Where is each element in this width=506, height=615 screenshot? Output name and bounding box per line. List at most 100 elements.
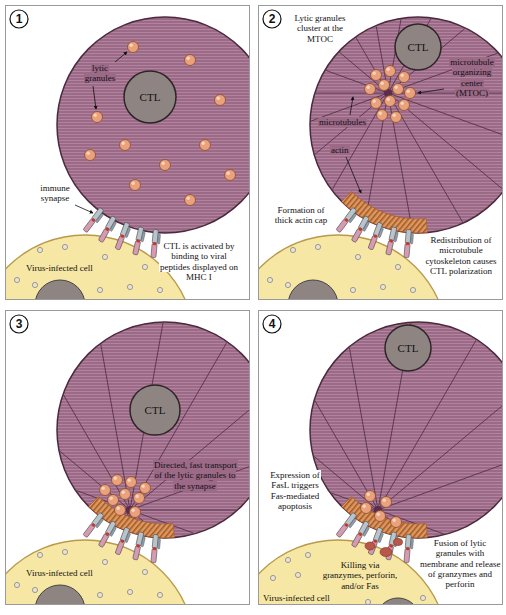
annotation-label: Lytic granules cluster at the MTOC <box>293 13 346 44</box>
lytic-granule <box>371 98 382 109</box>
lytic-granule <box>85 150 96 161</box>
lytic-granule <box>385 96 396 107</box>
annotation-label: Expression of FasL triggers Fas-mediated… <box>269 470 321 511</box>
node-text-box: CTL <box>140 91 161 103</box>
step-circle <box>10 315 28 333</box>
nucleus-label: CTL <box>145 404 166 416</box>
lytic-granule <box>128 42 139 53</box>
lytic-granule <box>140 483 151 494</box>
nucleus-circle <box>124 71 176 123</box>
annotation-label: CTL is activated by binding to viral pep… <box>159 241 239 282</box>
annotation-box: Directed, fast transport of the lytic gr… <box>153 460 237 491</box>
lytic-granule <box>377 110 388 121</box>
step-number: 4 <box>262 314 282 334</box>
lytic-granule <box>185 195 196 206</box>
granzyme-blob <box>394 539 403 546</box>
node-text-box: CTL <box>408 41 429 53</box>
virus-particles <box>14 244 162 292</box>
annotation-box: microtubule organizing center (MTOC) <box>446 57 498 98</box>
annotation-label: Virus-infected cell <box>25 263 94 273</box>
step-circle <box>263 10 281 28</box>
annotation-box: Formation of thick actin cap <box>270 205 332 226</box>
panel-border <box>259 6 503 300</box>
step-circle <box>263 315 281 333</box>
annotation-box: immune synapse <box>30 183 80 204</box>
virus-particles <box>14 549 162 597</box>
infected-cell <box>258 540 448 605</box>
leader-line <box>418 89 444 93</box>
leader-line <box>75 205 93 213</box>
nucleus-label: CTL <box>140 91 161 103</box>
panel-border <box>6 6 250 300</box>
panel-2 <box>258 5 503 300</box>
lytic-granule <box>371 70 382 81</box>
node-text-box: CTL <box>398 342 419 354</box>
lytic-granule <box>365 84 376 95</box>
annotation-box: microtubules <box>318 117 367 127</box>
lytic-granule <box>381 497 392 508</box>
step-number-text: 4 <box>269 318 276 330</box>
nucleus-label: CTL <box>408 41 429 53</box>
lytic-granule <box>115 505 126 516</box>
panel-border <box>6 311 250 605</box>
annotation-label: immune synapse <box>39 183 71 203</box>
lytic-granule <box>85 42 236 206</box>
receptor-pairs <box>83 207 161 258</box>
panel-4 <box>258 310 503 605</box>
lytic-granule <box>399 72 410 83</box>
node-text-box: 1 <box>16 13 23 25</box>
ctl-cell <box>57 17 250 233</box>
lytic-granule <box>365 491 376 502</box>
panel-border <box>259 311 503 605</box>
granzyme-blob <box>365 539 403 557</box>
lytic-granule <box>112 475 123 486</box>
receptor-pairs <box>336 207 414 258</box>
lytic-granule <box>375 511 386 522</box>
leader-line <box>346 157 361 193</box>
annotation-label: Fusion of lytic granules with membrane a… <box>419 538 501 589</box>
lytic-granule <box>100 485 111 496</box>
annotation-label: actin <box>330 145 350 155</box>
receptor-pairs <box>336 512 414 563</box>
leader-line <box>346 89 444 193</box>
annotation-box: CTL is activated by binding to viral pep… <box>155 241 243 282</box>
infected-cell <box>5 540 195 605</box>
lytic-granule <box>391 517 402 528</box>
annotation-label: microtubule organizing center (MTOC) <box>449 57 495 98</box>
lytic-granule <box>393 84 404 95</box>
annotation-box: Killing via granzymes, perforin, and/or … <box>320 560 400 591</box>
step-number: 3 <box>9 314 29 334</box>
infected-nucleus <box>35 280 85 300</box>
nucleus-circle <box>385 325 431 371</box>
lytic-granule <box>160 160 171 171</box>
node-text-box: 2 <box>269 13 276 25</box>
annotation-label: Virus-infected cell <box>25 568 94 578</box>
lytic-granule <box>120 489 131 500</box>
step-number: 1 <box>9 9 29 29</box>
cell-nucleus: CTL <box>394 23 442 71</box>
annotation-label: Directed, fast transport of the lytic gr… <box>153 460 238 491</box>
annotation-box: Virus-infected cell <box>25 263 94 273</box>
leader-line <box>75 52 127 213</box>
granzyme-blob <box>380 548 392 557</box>
lytic-granule <box>365 66 416 123</box>
annotation-label: microtubules <box>318 117 367 127</box>
step-number-text: 3 <box>16 318 23 330</box>
lytic-granule <box>126 477 137 488</box>
panel-1 <box>5 5 250 300</box>
annotation-label: Virus-infected cell <box>262 593 331 603</box>
lytic-granule <box>385 66 396 77</box>
lytic-granule <box>185 55 196 66</box>
lytic-granule <box>405 88 416 99</box>
lytic-granule <box>130 507 141 518</box>
step-number-text: 2 <box>269 13 276 25</box>
annotation-box: actin <box>330 145 350 155</box>
leader-line <box>93 86 96 109</box>
nucleus-label: CTL <box>398 342 419 354</box>
lytic-granule <box>92 112 103 123</box>
annotation-box: Redistribution of microtubule cytoskelet… <box>421 235 501 276</box>
node-text-box: CTL <box>145 404 166 416</box>
lytic-granule <box>130 180 141 191</box>
